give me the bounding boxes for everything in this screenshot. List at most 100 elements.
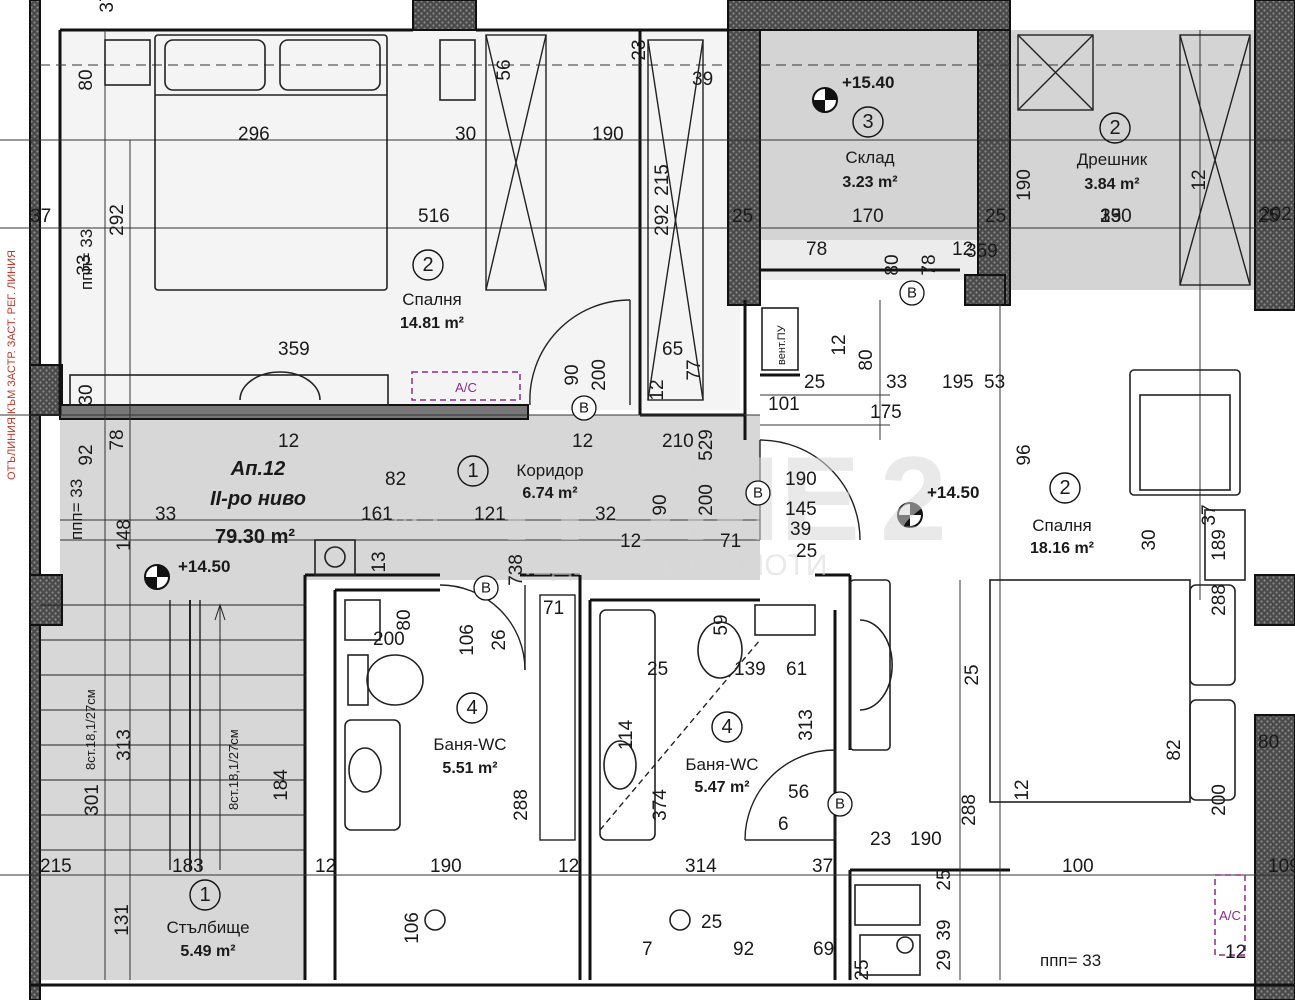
dimension-label: 12	[829, 334, 850, 355]
dimension-label: 30	[455, 124, 476, 145]
dimension-label: 106	[402, 912, 423, 944]
room-area-wardrobe: 3.84 m²	[1084, 176, 1139, 193]
dimension-label: 96	[1014, 444, 1035, 465]
dimension-label: 25	[852, 959, 873, 980]
elevation-label: +15.40	[842, 73, 894, 92]
dimension-label: 25	[1100, 206, 1121, 227]
room-area-bedroom-left: 14.81 m²	[400, 315, 464, 332]
dimension-label: 12	[278, 431, 299, 452]
dimension-label: 12	[1189, 169, 1210, 190]
dimension-label: 25	[796, 541, 817, 562]
dimension-label: 131	[112, 904, 133, 936]
dimension-label: 80	[856, 349, 877, 370]
dimension-label: 183	[172, 856, 204, 877]
dimension-label: 12	[572, 431, 593, 452]
dimension-label: 292	[107, 204, 128, 236]
dimension-label: 25	[962, 664, 983, 685]
apartment-title-block: Ап.12 II-ро ниво 79.30 m²	[210, 458, 306, 548]
vent-label: вент.ПУ	[776, 324, 788, 365]
dimension-label: 516	[418, 206, 450, 227]
dimension-label: 26	[489, 629, 510, 650]
door-tags: B B B B B	[473, 280, 925, 817]
dimension-label: 202	[1260, 204, 1292, 225]
room-number-marker: 1	[189, 879, 221, 911]
dimension-label: 13	[369, 551, 390, 572]
dimension-label: 12	[952, 239, 973, 260]
dimension-label: 189	[1209, 529, 1230, 561]
dimension-label: 200	[1209, 784, 1230, 816]
stairs	[40, 600, 305, 870]
dimension-label: 39	[934, 919, 955, 940]
room-name-bath-right: Баня-WC	[685, 755, 758, 774]
dimension-label: 170	[852, 206, 884, 227]
dimension-label: 56	[788, 782, 809, 803]
dimension-label: 25	[1258, 206, 1279, 227]
dimension-label: 314	[685, 856, 717, 877]
dimension-label: 32	[595, 504, 616, 525]
apartment-name: Ап.12	[230, 458, 285, 480]
svg-text:4: 4	[721, 716, 732, 738]
room-number-marker: 4	[711, 711, 743, 743]
dimension-label: 59	[711, 614, 732, 635]
ac-unit-box	[411, 371, 521, 401]
ac-unit-box	[1214, 874, 1246, 956]
ppp-label: ппп= 33	[77, 229, 96, 290]
dimension-label: 215	[40, 856, 72, 877]
dimension-label: 29	[934, 949, 955, 970]
ppp-label: ппп= 33	[67, 479, 86, 540]
dimension-label: 12	[1225, 942, 1246, 963]
walls	[29, 0, 1295, 1000]
room-labels: 2 Спалня 14.81 m² 3 Склад 3.23 m² 2 Дреш…	[166, 106, 1148, 960]
dimension-label: 313	[796, 709, 817, 741]
room-number-marker: 2	[412, 249, 444, 281]
dimension-label: 65	[662, 339, 683, 360]
dimension-label: 25	[732, 206, 753, 227]
dimension-label: 53	[984, 372, 1005, 393]
dimension-label: 39	[692, 69, 713, 90]
dimension-label: 77	[684, 359, 705, 380]
dimension-label: 12	[558, 856, 579, 877]
room-name-bedroom-right: Спалня	[1032, 516, 1091, 535]
svg-text:B: B	[835, 796, 845, 813]
dimension-label: 25	[804, 372, 825, 393]
watermark-logo: H₂U	[360, 491, 441, 540]
elevation-label: +14.50	[178, 557, 230, 576]
dimension-label: 738	[506, 554, 527, 586]
dimension-label: 82	[385, 469, 406, 490]
dimension-label: 33	[155, 504, 176, 525]
dimension-label: 78	[107, 429, 128, 450]
dimension-label: 78	[806, 239, 827, 260]
svg-text:3: 3	[862, 111, 873, 133]
door-tag: B	[571, 395, 597, 421]
dimension-label: 200	[696, 484, 717, 516]
dimension-label: 210	[662, 431, 694, 452]
dimension-label: 359	[966, 241, 998, 262]
room-number-marker: 1	[457, 455, 489, 487]
dimension-label: 30	[1139, 529, 1160, 550]
watermark-digit: 2	[880, 432, 947, 566]
furniture	[69, 34, 1246, 976]
side-note: ОТЪЛИНИЯ КЪМ ЗАСТР. ЗАСТ. РЕГ. ЛИНИЯ	[6, 250, 18, 480]
dimension-label: 184	[271, 769, 292, 801]
dimension-label: 145	[785, 499, 817, 520]
svg-text:B: B	[907, 285, 917, 302]
dimension-label: 190	[1014, 169, 1035, 201]
dimension-label: 33	[886, 372, 907, 393]
dimension-label: 30	[76, 384, 97, 405]
dimension-label: 61	[786, 659, 807, 680]
dimension-label: 25	[985, 206, 1006, 227]
svg-text:2: 2	[1109, 117, 1120, 139]
dimension-label: 301	[82, 784, 103, 816]
dimension-label: 195	[942, 372, 974, 393]
svg-text:1: 1	[199, 884, 210, 906]
svg-text:4: 4	[466, 697, 477, 719]
door-tag: B	[827, 791, 853, 817]
dimension-label: 37	[1199, 504, 1220, 525]
svg-text:B: B	[481, 580, 491, 597]
svg-text:2: 2	[422, 254, 433, 276]
ac-unit-label: A/C	[455, 380, 477, 395]
dimension-label: 71	[720, 531, 741, 552]
dimension-label: 25	[647, 659, 668, 680]
door-tag: B	[899, 280, 925, 306]
